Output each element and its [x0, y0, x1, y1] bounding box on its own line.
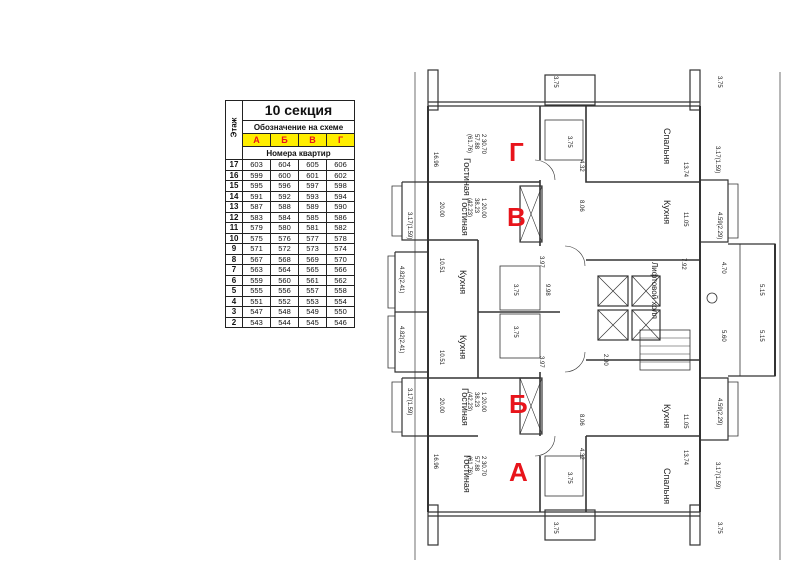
- dim-bath-mid-bottom: 3.75: [512, 326, 518, 338]
- dim-balcony-top: 5.15: [758, 284, 764, 296]
- dim-b-living-area: 20.00: [438, 398, 444, 414]
- room-a-living: Гостиная: [462, 455, 472, 493]
- dim-kitchen-left-bottom-loggia: 4.82(2.41): [398, 326, 404, 353]
- dim-bedroom-top: 13.74: [682, 162, 688, 178]
- dim-kitchen-left-top: 10.51: [438, 258, 444, 274]
- apartment-number: 582: [326, 222, 355, 234]
- dim-a-living-area: 16.96: [432, 454, 438, 470]
- room-lift-hall: Лифтовой холл: [650, 262, 659, 319]
- dim-top-edge-right: 3.75: [716, 76, 722, 88]
- room-b-living: Гостиная: [460, 388, 470, 426]
- dim-bath-mid-top: 3.75: [512, 284, 518, 296]
- dim-bedroom-bottom: 13.74: [682, 450, 688, 466]
- room-kitchen-top: Кухня: [458, 270, 468, 294]
- room-v-living: Гостиная: [460, 198, 470, 236]
- dim-corridor-bottom: 3.97: [538, 356, 544, 368]
- dim-v-living-area: 20.00: [438, 202, 444, 218]
- apartment-number: 586: [326, 211, 355, 223]
- apartment-number: 590: [326, 201, 355, 213]
- dim-bottom-edge-left: 3.75: [552, 522, 558, 534]
- dim-right-top: 4.70: [720, 262, 726, 274]
- room-bedroom-top: Спальня: [662, 128, 672, 164]
- dim-corridor-top: 3.97: [538, 256, 544, 268]
- dim-v-loggia: 3.17(1.59): [406, 212, 412, 239]
- apartment-number: 606: [326, 159, 355, 171]
- apartment-number: 602: [326, 169, 355, 181]
- section-title: 10 секция: [242, 100, 355, 121]
- numbers-title: Номера квартир: [242, 146, 355, 160]
- dim-g-hall: 4.32: [578, 160, 584, 172]
- dim-v-kitchen-loggia: 4.59(2.29): [716, 212, 722, 239]
- apartment-letter-b: Б: [509, 389, 528, 419]
- dim-b-hall: 8.06: [578, 414, 584, 426]
- apartment-letter-v: В: [507, 202, 526, 232]
- dim-g-bath: 3.75: [566, 136, 572, 148]
- apartment-letter-a: А: [509, 457, 528, 487]
- apartment-table: Этаж 10 секция Обозначение на схеме А Б …: [225, 100, 355, 328]
- letter-v: В: [298, 133, 327, 147]
- dim-right-bottom: 5.60: [720, 330, 726, 342]
- dim-g-apt: 2 30.7057.88(61.76): [466, 134, 486, 155]
- dim-v-kitchen: 11.05: [682, 212, 688, 227]
- dim-lift-hall-area: 7.92: [680, 258, 686, 270]
- dim-corridor-main: 9.98: [544, 284, 550, 296]
- room-kitchen-right-top: Кухня: [662, 200, 672, 224]
- dim-top-edge-left: 3.75: [552, 76, 558, 88]
- dim-balcony-bottom: 5.15: [758, 330, 764, 342]
- dim-kitchen-left-top-loggia: 4.82(2.41): [398, 266, 404, 293]
- room-kitchen-right-bottom: Кухня: [662, 404, 672, 428]
- apartment-number: 598: [326, 180, 355, 192]
- dim-v-hall: 8.06: [578, 200, 584, 212]
- letter-g: Г: [326, 133, 355, 147]
- dim-bedroom-top-loggia: 3.17(1.59): [714, 146, 720, 173]
- dim-stair-small: 2.90: [602, 354, 608, 366]
- room-kitchen-bottom: Кухня: [458, 335, 468, 359]
- apartment-letter-g: Г: [509, 137, 524, 167]
- dim-b-loggia: 3.17(1.59): [406, 388, 412, 415]
- dim-v-apt: 1 20.0038.23(42.23): [466, 198, 486, 219]
- dim-g-living-area: 16.96: [432, 152, 438, 168]
- dim-kitchen-left-bottom: 10.51: [438, 350, 444, 366]
- apartment-number: 574: [326, 243, 355, 255]
- dim-bedroom-bottom-loggia: 3.17(1.59): [714, 462, 720, 489]
- dim-b-apt: 1 20.0038.23(42.23): [466, 392, 486, 413]
- floor-column-header: Этаж: [225, 100, 243, 160]
- room-g-living: Гостиная: [462, 158, 472, 196]
- dim-b-kitchen-loggia: 4.59(2.29): [716, 398, 722, 425]
- room-bedroom-bottom: Спальня: [662, 468, 672, 504]
- dim-a-apt: 2 30.7057.88(61.76): [466, 456, 486, 477]
- apartment-number: 546: [326, 316, 355, 328]
- dim-a-hall: 4.32: [578, 448, 584, 460]
- dim-b-kitchen: 11.05: [682, 414, 688, 429]
- dim-a-bath: 3.75: [566, 472, 572, 484]
- apartment-number: 578: [326, 232, 355, 244]
- dim-bottom-edge-right: 3.75: [716, 522, 722, 534]
- apartment-number: 594: [326, 190, 355, 202]
